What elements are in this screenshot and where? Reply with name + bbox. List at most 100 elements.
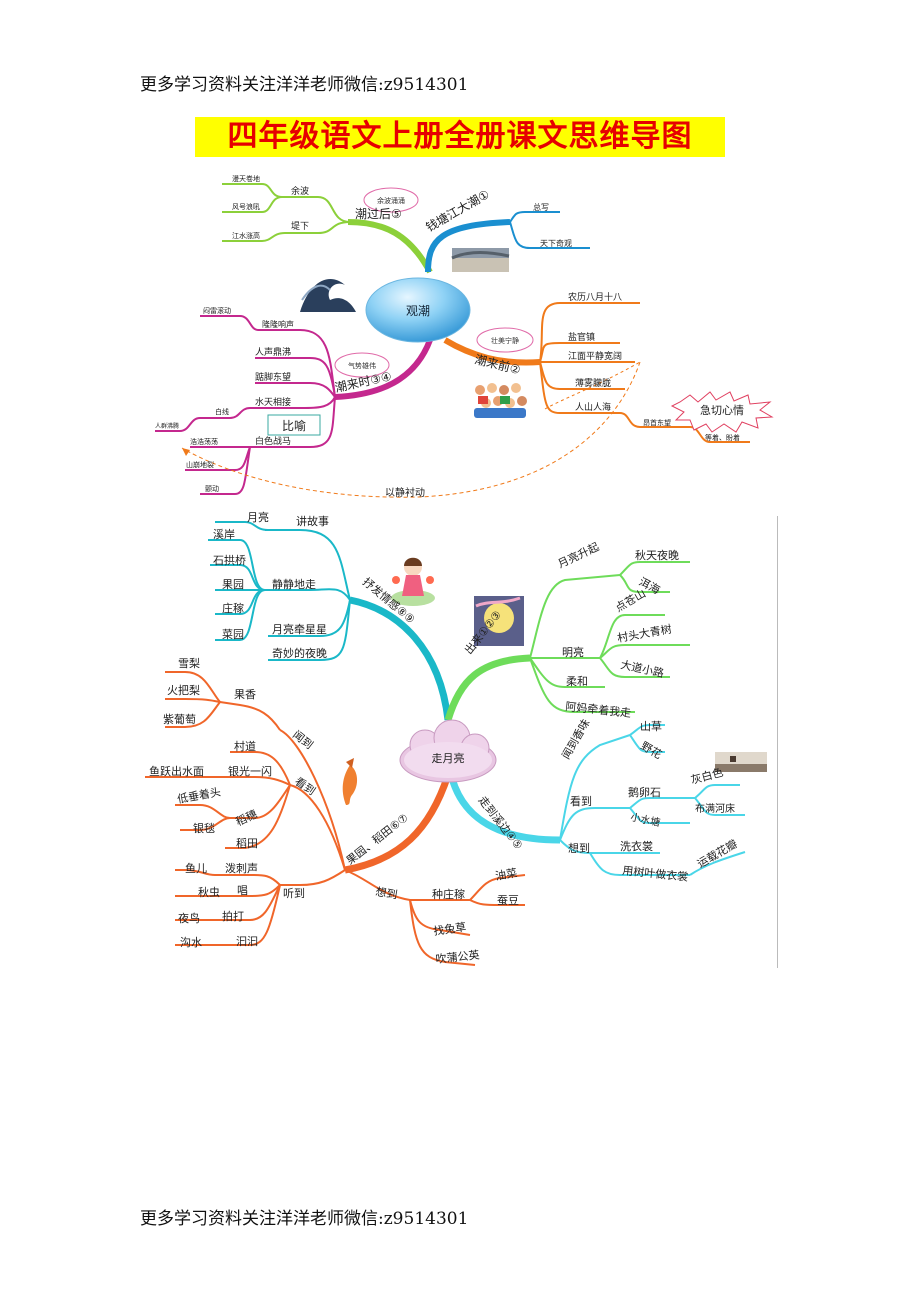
river-picture [451, 248, 510, 272]
divider-line [777, 516, 778, 968]
mindmap-node-label: 银毯 [193, 821, 215, 835]
mindmap-node-label: 油菜 [494, 865, 518, 883]
mindmap-node-label: 奇妙的夜晚 [272, 646, 327, 660]
mindmap-node-label: 果香 [234, 688, 256, 701]
mindmap-node-label: 潮来前② [473, 351, 522, 377]
emotion-starburst [670, 391, 774, 433]
mindmap-node-label: 踮脚东望 [255, 371, 291, 383]
page-footer-text: 更多学习资料关注洋洋老师微信:z9514301 [140, 1209, 469, 1229]
mindmap-node-label: 紫葡萄 [163, 713, 196, 726]
mindmap-node-label: 看到 [570, 794, 592, 808]
mindmap-node-label: 溪岸 [213, 528, 235, 541]
mindmap-node-label: 月亮升起 [555, 539, 601, 570]
mindmap-node-label: 昂首东望 [643, 418, 671, 427]
mindmap-node-label: 等着、盼着 [705, 433, 740, 442]
mindmap-node-label: 以静衬动 [385, 486, 425, 499]
mindmap-node-label: 余波 [291, 185, 309, 197]
mindmap-node-label: 农历八月十八 [568, 291, 622, 303]
mindmap-node-label: 漫天卷地 [232, 174, 260, 183]
mindmap-node-label: 夜鸟 [178, 911, 200, 925]
mindmap-node-label: 灰白色 [689, 765, 724, 787]
mindmap-node-label: 月亮牵星星 [272, 622, 327, 636]
mindmap-node-label: 风号浪吼 [232, 202, 260, 211]
page-title: 四年级语文上册全册课文思维导图 [195, 117, 725, 157]
wave-picture [298, 270, 358, 315]
mindmap-node-label: 果园 [222, 578, 244, 591]
mindmap-node-label: 沟水 [180, 936, 202, 949]
mindmap-node-label: 水天相接 [255, 396, 291, 408]
mindmap-node-label: 急切心情 [700, 403, 744, 417]
mindmap-node-label: 明亮 [562, 645, 584, 659]
mindmap-node-label: 鱼儿 [185, 861, 207, 875]
mindmap-node-label: 人声鼎沸 [255, 346, 291, 358]
mindmap-node-label: 江面平静宽阔 [568, 350, 622, 362]
crowd-picture [474, 383, 527, 418]
mindmap-node-label: 柔和 [566, 675, 588, 688]
mindmap-node-label: 总写 [533, 202, 549, 212]
mindmap-node-label: 庄稼 [222, 601, 244, 615]
mindmap-node-label: 运载花瓣 [695, 836, 740, 870]
mindmap-node-label: 山草 [640, 720, 662, 733]
mindmap-node-label: 江水涨高 [232, 231, 260, 240]
girl-picture [391, 557, 435, 606]
mindmap-node-label: 余波涌涌 [377, 196, 405, 205]
mindmap-node-label: 鹅卵石 [628, 785, 661, 799]
mindmap-node-label: 找兔草 [432, 920, 467, 938]
mindmap-node-label: 低垂着头 [176, 785, 222, 806]
mindmap-node-label: 小水塘 [629, 810, 661, 829]
mindmap-node-label: 白色战马 [255, 435, 291, 447]
page-header-text: 更多学习资料关注洋洋老师微信:z9514301 [140, 75, 469, 95]
mindmap-node-label: 稻穗 [234, 808, 259, 829]
mindmap-node-label: 村道 [234, 739, 256, 753]
mindmap-node-label: 布满河床 [695, 802, 735, 815]
mindmap-node-label: 比喻 [282, 418, 306, 433]
mindmap-node-label: 想到 [374, 884, 398, 902]
fish-picture [342, 758, 358, 805]
mindmap-node-label: 吹蒲公英 [435, 947, 480, 966]
mindmap-node-label: 走月亮 [432, 751, 465, 765]
center-cloud-zouyueliang: 走月亮 [399, 719, 497, 783]
mindmap-node-label: 火把梨 [167, 683, 200, 697]
mindmap-node-label: 阿妈牵着我走 [565, 699, 632, 720]
mindmap-node-label: 颤动 [205, 484, 219, 493]
mindmap-node-label: 月亮 [247, 510, 269, 524]
house-picture [715, 752, 767, 772]
mindmap-node-label: 浩浩荡荡 [190, 437, 218, 446]
mindmap-node-label: 种庄稼 [432, 887, 465, 901]
mindmap-node-label: 听到 [283, 887, 305, 900]
mindmap-node-label: 鱼跃出水面 [149, 764, 204, 778]
mindmap-node-label: 秋天夜晚 [635, 548, 679, 562]
mindmap-node-label: 泼刺声 [225, 861, 258, 875]
mindmap-node-label: 稻田 [236, 837, 258, 850]
mindmap-node-label: 秋虫 [198, 885, 220, 899]
mindmap-node-label: 拍打 [222, 909, 244, 923]
mindmap-zouyueliang: 走月亮 抒发情感⑧⑨ 出来①②③ 走到溪边④⑤ 果园、稻田⑥⑦ 讲故事 静静地走… [145, 510, 767, 966]
mindmap-node-label: 人群沸腾 [155, 422, 179, 430]
mindmap-node-label: 闷雷滚动 [203, 306, 231, 315]
moon-picture [474, 596, 524, 646]
mindmap-node-label: 潮过后⑤ [355, 206, 402, 221]
mindmap-node-label: 盐官镇 [568, 331, 595, 343]
mindmap-node-label: 蚕豆 [497, 894, 519, 907]
mindmap-node-label: 天下奇观 [540, 238, 572, 248]
mindmap-node-label: 银光一闪 [228, 764, 272, 778]
mindmap-node-label: 村头大青树 [616, 622, 673, 645]
mindmap-node-label: 堤下 [291, 221, 309, 232]
mindmap-node-label: 白线 [215, 407, 229, 416]
mindmap-node-label: 想到 [568, 841, 590, 855]
mindmap-node-label: 观潮 [406, 303, 430, 318]
mindmap-node-label: 闻到 [290, 727, 316, 752]
center-bubble-guanchao [365, 277, 471, 343]
mindmap-node-label: 汩汩 [236, 935, 258, 948]
mindmap-node-label: 山崩地裂 [186, 460, 214, 469]
mindmap-node-label: 唱 [237, 884, 248, 897]
mindmap-node-label: 人山人海 [575, 401, 611, 413]
mindmap-guanchao: 观潮 余波涌涌 壮美宁静 气势雄伟 急切心情 比喻 钱塘江大潮① 潮过后⑤ 潮来… [155, 174, 774, 499]
mindmap-node-label: 菜园 [222, 628, 244, 641]
mindmap-node-label: 讲故事 [296, 514, 329, 528]
mindmap-node-label: 用树叶做衣裳 [622, 863, 689, 884]
mindmap-node-label: 薄雾朦胧 [575, 377, 611, 389]
mindmap-node-label: 野花 [639, 739, 665, 761]
mindmap-node-label: 壮美宁静 [491, 336, 519, 345]
mindmap-node-label: 洗衣裳 [620, 839, 653, 853]
